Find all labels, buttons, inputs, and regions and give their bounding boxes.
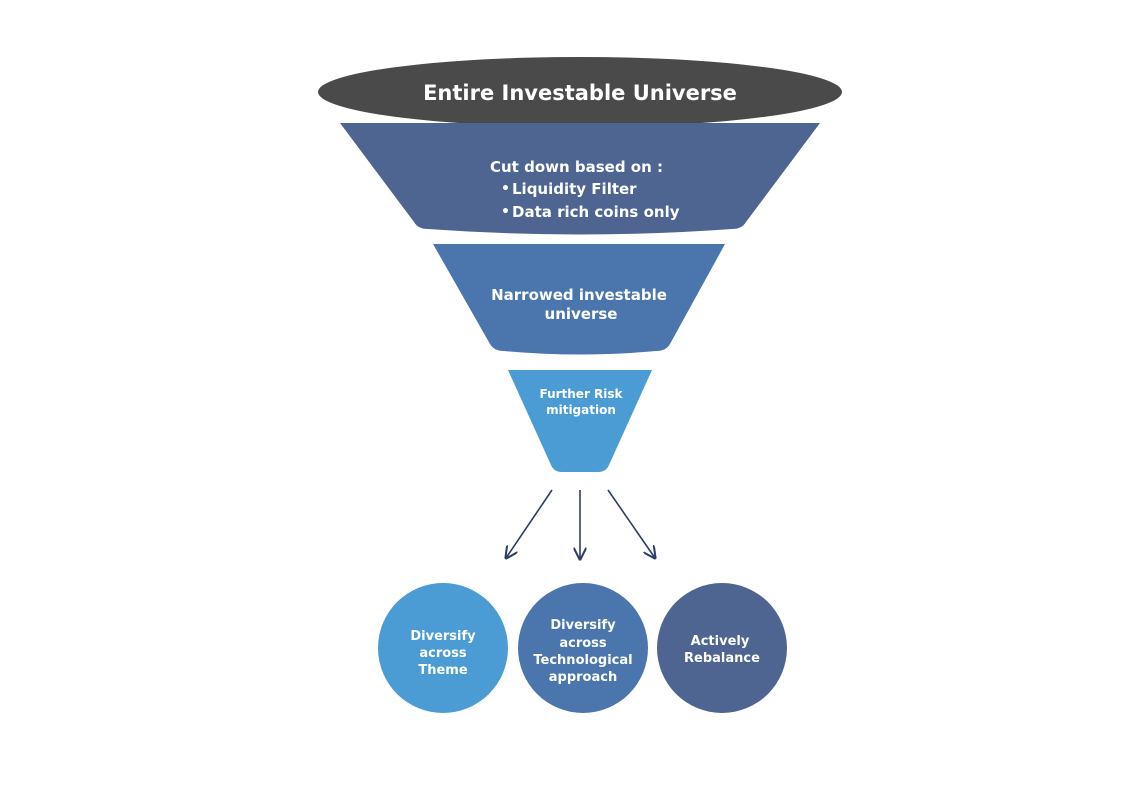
arrow-left: [506, 489, 553, 558]
funnel-stage-2-label: universe: [545, 305, 618, 323]
outcome-label: Diversify: [550, 618, 616, 633]
outcome-label: approach: [549, 670, 617, 685]
funnel-stage-3: Further Risk mitigation: [508, 370, 652, 472]
outcome-label: across: [559, 636, 607, 651]
outcome-label: Diversify: [410, 629, 476, 644]
funnel-stage-1: Cut down based on : • Liquidity Filter •…: [340, 123, 820, 235]
outcome-label: Rebalance: [684, 651, 760, 666]
bullet-dot: •: [501, 181, 510, 197]
funnel-top-label: Entire Investable Universe: [423, 81, 737, 105]
outcome-circle: [657, 583, 787, 713]
outcome-circle: [378, 583, 508, 713]
funnel-stage-1-bullet: Data rich coins only: [512, 203, 680, 221]
outcome-label: Actively: [691, 634, 750, 649]
funnel-stage-1-shape: [340, 123, 820, 235]
outcome-circle: [518, 583, 648, 713]
funnel-stage-3-shape: [508, 370, 652, 472]
bullet-dot: •: [501, 204, 510, 220]
outcome-label: Theme: [418, 663, 467, 678]
outcome-label: Technological: [533, 653, 632, 668]
funnel-stage-3-label: mitigation: [546, 403, 616, 417]
funnel-stage-2: Narrowed investable universe: [433, 244, 725, 355]
funnel-stage-2-shape: [433, 244, 725, 355]
funnel-top-shape: [318, 57, 842, 127]
outcome-actively-rebalance: Actively Rebalance: [657, 583, 787, 713]
outcome-label: across: [419, 646, 467, 661]
arrows: [506, 489, 655, 559]
funnel-stage-1-bullet: Liquidity Filter: [512, 180, 637, 198]
funnel-stage-1-heading: Cut down based on :: [490, 158, 663, 176]
arrow-right: [607, 489, 655, 558]
outcome-diversify-theme: Diversify across Theme: [378, 583, 508, 713]
funnel-top-universe: Entire Investable Universe: [318, 57, 842, 127]
outcome-diversify-technology: Diversify across Technological approach: [518, 583, 648, 713]
funnel-stage-2-label: Narrowed investable: [491, 286, 667, 304]
funnel-stage-3-label: Further Risk: [539, 387, 623, 401]
